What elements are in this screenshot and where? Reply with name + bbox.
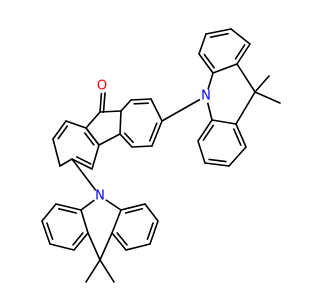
bond-B_L1-B_L2 [41,203,57,222]
bond-B_R2-B_R3 [149,220,159,245]
bond-inner-U_B4-U_BJ [233,128,242,146]
bond-U_A-U_A1 [198,53,214,74]
bond-U_B3-U_B4 [228,146,247,167]
structure-canvas: O N N [41,28,281,283]
bond-C8-C8b [130,98,152,101]
bond-C9-C9a [85,111,101,129]
bond-B_C9-B_Me2 [99,259,115,283]
bond-B_L-B_L1 [55,203,82,211]
bond-C4-C4b [91,144,100,170]
bond-CL-C3 [59,158,73,167]
bond-inner-C8-C8b [133,102,149,105]
bond-U_B-U_B1 [197,119,213,142]
bond-inner-B_R-B_R1 [124,207,144,214]
bond-inner-B_L-B_L1 [58,207,78,214]
bond-B_LJ-B_C9 [87,232,101,261]
bond-inner-C4b-C9a [83,132,95,146]
atom-label-o1: O [97,79,107,94]
bond-inner-U_A4-U_AJ [234,44,246,60]
bond-U_BJ-U_C9 [235,91,256,125]
bond-inner-U_B2-U_B3 [208,158,227,163]
bond-inner-U_A2-U_A3 [209,32,229,38]
bond-inner-B_L2-B_L3 [46,222,54,241]
bond-C9a-C1 [65,120,87,129]
atom-mask-o1 [95,79,109,93]
atom-label-n1: N [95,189,105,204]
bond-U_C9-U_Me1 [254,91,281,104]
bond-U_A1-U_A2 [198,33,207,55]
bond-B_R-B_R1 [120,203,146,211]
bond-C4b-C4a [98,133,121,146]
bond-C7-C8 [150,98,163,122]
bond-B_R3-B_R4 [125,243,151,251]
bond-U_AJ-U_C9 [236,63,256,93]
bond-C3-C4 [71,158,93,170]
bond-inner-C1-C2 [57,125,69,140]
bond-B_LJ-B_L [80,209,89,234]
bond-inner-U_A-U_A1 [203,53,215,69]
bond-inner-B_R4-B_RJ [116,232,128,246]
bond-C6-C7 [151,120,163,147]
bond-B_L2-B_L3 [41,220,51,245]
bond-C5-C6 [131,145,153,148]
bond-U_A2-U_A3 [205,28,232,35]
bond-B_L4-B_LJ [73,232,89,251]
bond-inner-B_R2-B_R3 [146,222,154,241]
atom-mask-n2 [199,89,213,103]
molecule-diagram: O N N [41,28,281,283]
bond-U_B2-U_B3 [204,162,230,167]
bond-B_L3-B_L4 [49,243,75,251]
bond-inner-U_B-U_B1 [202,124,215,141]
bond-B_R1-B_R2 [144,203,159,222]
bond-inner-C6-C7 [148,122,158,142]
bond-C4b-C9a [85,127,100,146]
bond-B_RJ-B_R [111,209,122,234]
bond-inner-B_L4-B_LJ [72,232,84,246]
atom-mask-n1 [93,189,107,203]
bond-B_R4-B_RJ [111,232,127,251]
bond-C4a-C5 [119,133,133,148]
bond-U_B1-U_B2 [197,140,206,164]
bond-C1-C2 [52,120,67,140]
bond-U_A4-U_AJ [236,43,251,65]
bond-C4a-C8a [119,110,122,135]
bond-C2-CL [52,138,61,167]
bond-U_C9-U_Me2 [254,75,270,93]
bond-U_B4-U_BJ [235,123,247,148]
atom-label-n2: N [201,89,211,104]
bond-U_BJ-U_B [211,119,237,125]
bond-inner-C3-C4 [75,156,92,165]
bond-B_RJ-B_C9 [99,232,113,261]
bond-C8b-C8a [120,99,132,112]
bond-inner-C4a-C5 [123,132,134,144]
bond-U_A3-U_A4 [230,28,251,45]
bond-C7-N2 [161,95,207,122]
bond-U_AJ-U_A [212,63,238,74]
bond-C3-N1 [71,158,101,197]
bond-B_C9-B_Me1 [85,259,101,283]
